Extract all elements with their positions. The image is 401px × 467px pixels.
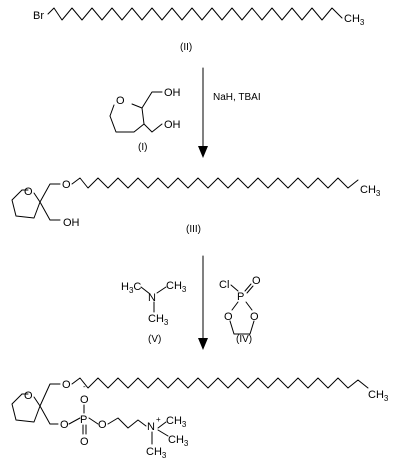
charge-minus: -	[83, 382, 86, 391]
atom-o-double: O	[252, 275, 261, 287]
ethylene-bridge	[229, 320, 255, 335]
label-compound-ii: (II)	[180, 42, 192, 53]
atom-ch3-upper: CH3	[166, 415, 187, 429]
atom-oh-lower: OH	[164, 119, 181, 131]
atom-o-ring-right: O	[250, 311, 259, 323]
ethyl-linker	[107, 417, 147, 429]
final-product: O O CH3 O P O - O O N + CH3 CH3 CH3	[11, 377, 389, 460]
label-compound-v: (V)	[148, 334, 161, 345]
label-compound-i: (I)	[138, 142, 147, 153]
atom-n: N	[148, 292, 156, 304]
compound-iv: Cl P O O O (IV)	[219, 275, 261, 345]
atom-oh-upper: OH	[164, 87, 181, 99]
atom-ch3: CH3	[360, 184, 381, 198]
atom-o-double: O	[80, 436, 89, 448]
atom-ch3: CH3	[368, 389, 389, 403]
compound-v: H3C N CH3 CH3 (V)	[121, 280, 187, 345]
compound-i: O OH OH (I)	[109, 87, 181, 153]
atom-br: Br	[33, 10, 44, 22]
atom-p: P	[237, 291, 244, 303]
ch2-oh-lower	[143, 123, 163, 133]
label-compound-iii: (III)	[186, 224, 201, 235]
atom-o-ring: O	[116, 95, 125, 107]
atom-ch3-bottom: CH3	[146, 446, 167, 460]
reagent-nah-tbai: NaH, TBAI	[213, 92, 261, 103]
atom-ch3-right: CH3	[166, 280, 187, 294]
atom-o-anion: O	[80, 394, 89, 406]
reaction-arrow-2	[198, 255, 208, 350]
atom-o-ring-left: O	[224, 311, 233, 323]
thf-ring	[109, 103, 145, 133]
ch2-o-linker	[39, 183, 61, 203]
thf-ring	[11, 189, 41, 219]
atom-p: P	[80, 414, 87, 426]
atom-oh: OH	[63, 217, 80, 229]
reaction-arrow-1: NaH, TBAI	[198, 67, 261, 158]
atom-o-2: O	[98, 419, 107, 431]
compound-ii: Br CH3 (II)	[33, 7, 365, 53]
atom-ch3-lower: CH3	[168, 434, 189, 448]
thf-ring	[11, 393, 41, 423]
atom-n-plus: N	[147, 421, 155, 433]
atom-cl: Cl	[219, 279, 229, 291]
atom-o-ether: O	[62, 379, 71, 391]
alkyl-chain	[71, 177, 359, 189]
atom-ch3: CH3	[344, 13, 365, 27]
ch2-o-phosphate	[39, 405, 59, 425]
ch2-o-linker	[39, 383, 61, 407]
ch2-oh-upper	[141, 91, 163, 109]
alkyl-chain	[47, 7, 343, 21]
compound-iii: O O CH3 OH (III)	[11, 177, 381, 235]
label-compound-iv: (IV)	[236, 334, 252, 345]
ch2-oh	[39, 201, 61, 221]
atom-o-ether: O	[62, 179, 71, 191]
charge-plus: +	[156, 415, 161, 424]
atom-ch3-bottom: CH3	[148, 313, 169, 327]
atom-o-1: O	[60, 419, 69, 431]
alkyl-chain	[71, 377, 369, 389]
atom-o-ring: O	[24, 186, 33, 198]
atom-o-ring: O	[24, 390, 33, 402]
atom-h3c: H3C	[121, 281, 141, 295]
